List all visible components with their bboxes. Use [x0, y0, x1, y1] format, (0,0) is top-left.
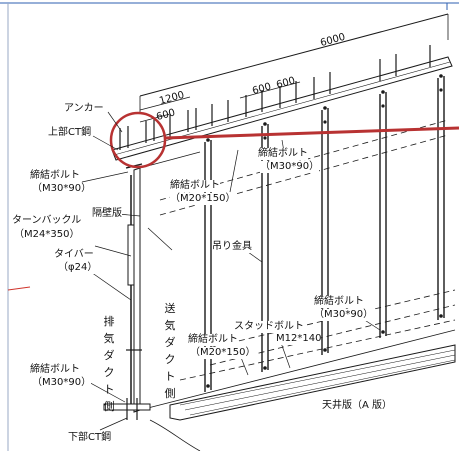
label-bolt-left-top-spec: （M30*90）: [32, 183, 92, 195]
left-red-mark: [7, 286, 31, 291]
label-bolt-center: 締結ボルト: [170, 180, 220, 192]
label-stud-bolt: スタッドボルト: [234, 321, 304, 333]
highlight-line: [164, 126, 459, 140]
label-bolt-right-top-spec: （M30*90）: [260, 161, 320, 173]
label-bolt-right-top: 締結ボルト: [258, 148, 308, 160]
label-bolt-right-bottom-spec: （M30*90）: [314, 309, 374, 321]
dim-line-total: [139, 13, 449, 97]
label-supply-duct-side: 送気ダクト側: [164, 302, 176, 400]
label-exhaust-duct-side: 排気ダクト側: [103, 315, 115, 413]
label-ceiling-slab: 天井版（A 版）: [322, 400, 393, 412]
label-partition: 隔壁版: [92, 208, 122, 220]
top-beam-mid: [113, 61, 451, 156]
label-bolt-left-bottom: 締結ボルト: [30, 364, 80, 376]
label-bolt-bottom-center: 締結ボルト: [188, 334, 238, 346]
label-hanger: 吊り金具: [212, 241, 252, 253]
label-stud-bolt-spec: M12*140: [276, 333, 322, 345]
label-upper-ct: 上部CT鋼: [48, 127, 92, 139]
ceiling-slab: [169, 344, 456, 421]
highlight-circle: [109, 111, 167, 169]
label-bolt-bottom-center-spec: （M20*150）: [190, 347, 256, 359]
label-bolt-left-top: 締結ボルト: [30, 170, 80, 182]
label-lower-ct: 下部CT鋼: [68, 432, 112, 444]
label-bolt-left-bottom-spec: （M30*90）: [32, 377, 92, 389]
label-turnbuckle-spec: （M24*350）: [14, 229, 80, 241]
anchor-bolts: [119, 45, 431, 150]
bolt-dots: [206, 74, 443, 388]
label-tie-bar-spec: （φ24）: [58, 262, 98, 274]
dim-line-1200: [139, 96, 191, 111]
turnbuckle-body: [127, 224, 135, 286]
dim-line-600bc: [239, 81, 301, 99]
slab-curve: [149, 419, 201, 451]
partition-edge: [133, 167, 141, 413]
label-tie-bar: タイバー: [54, 249, 94, 261]
label-bolt-right-bottom: 締結ボルト: [314, 296, 364, 308]
partition-bottom-edge: [139, 329, 456, 411]
slab-hatch: [179, 349, 456, 416]
label-turnbuckle: ターンバックル: [12, 215, 82, 227]
label-bolt-center-spec: （M20*150）: [170, 193, 236, 205]
label-anchor: アンカー: [64, 103, 104, 115]
